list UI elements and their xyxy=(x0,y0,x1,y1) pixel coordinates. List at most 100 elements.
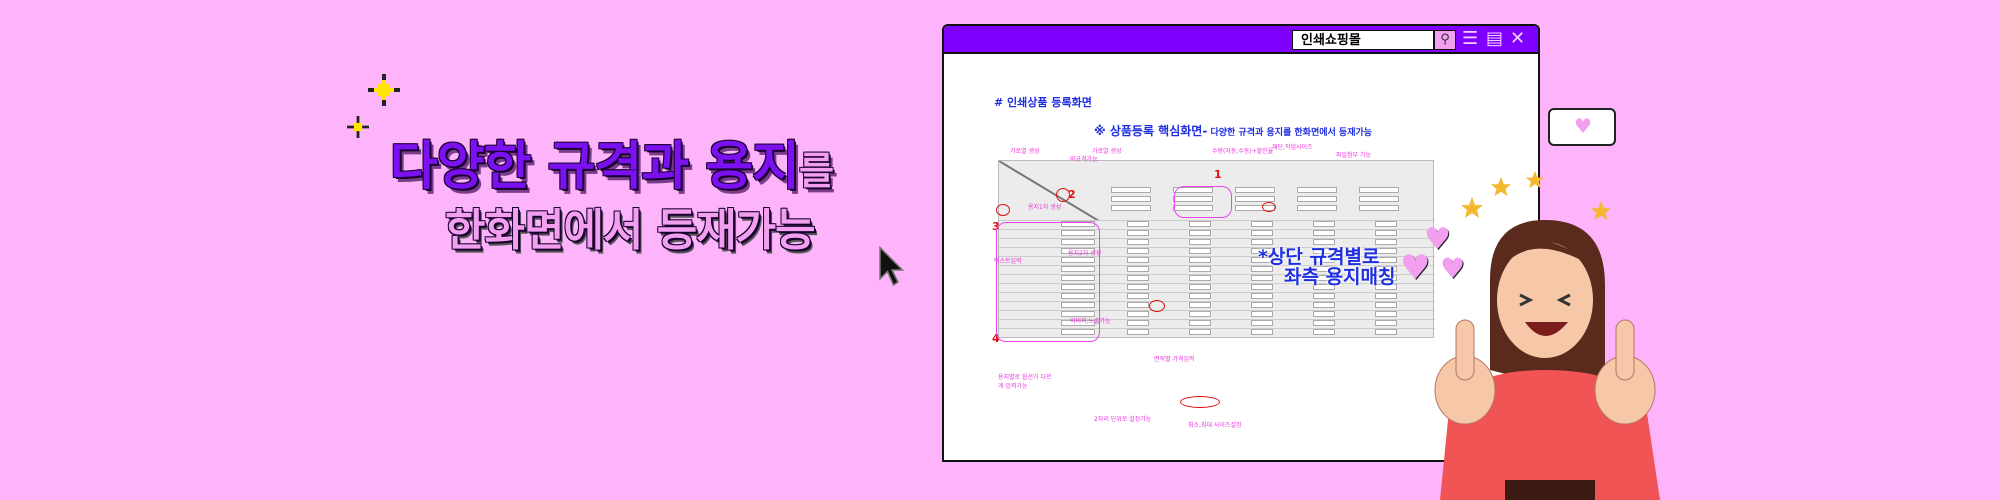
size-input[interactable] xyxy=(1173,196,1213,202)
price-input[interactable] xyxy=(1313,266,1335,272)
paper-name-field[interactable] xyxy=(1061,275,1095,281)
price-input[interactable] xyxy=(1189,221,1211,227)
price-input[interactable] xyxy=(1251,221,1273,227)
size-input[interactable] xyxy=(1297,187,1337,193)
paper-name-field[interactable] xyxy=(1061,239,1095,245)
annotation: 용지별로 옵션가 다르게 입력가능 xyxy=(998,374,1052,390)
price-input[interactable] xyxy=(1127,293,1149,299)
price-input[interactable] xyxy=(1313,311,1335,317)
price-input[interactable] xyxy=(1189,239,1211,245)
search-input[interactable]: 인쇄쇼핑몰 xyxy=(1292,30,1434,50)
price-input[interactable] xyxy=(1127,329,1149,335)
price-input[interactable] xyxy=(1375,266,1397,272)
price-input[interactable] xyxy=(1189,320,1211,326)
price-input[interactable] xyxy=(1375,284,1397,290)
price-input[interactable] xyxy=(1127,239,1149,245)
paper-name-field[interactable] xyxy=(1061,257,1095,263)
price-input[interactable] xyxy=(1251,302,1273,308)
sparkle-icon xyxy=(347,116,369,138)
price-input[interactable] xyxy=(1375,311,1397,317)
size-input[interactable] xyxy=(1359,196,1399,202)
price-input[interactable] xyxy=(1189,230,1211,236)
price-input[interactable] xyxy=(1189,284,1211,290)
price-input[interactable] xyxy=(1189,275,1211,281)
price-input[interactable] xyxy=(1375,248,1397,254)
highlight-circle xyxy=(1149,300,1165,312)
price-input[interactable] xyxy=(1251,293,1273,299)
size-input[interactable] xyxy=(1235,187,1275,193)
close-icon[interactable]: ✕ xyxy=(1510,28,1526,49)
maximize-icon[interactable]: ▤ xyxy=(1486,28,1504,49)
price-input[interactable] xyxy=(1313,239,1335,245)
price-input[interactable] xyxy=(1375,320,1397,326)
paper-name-field[interactable] xyxy=(1061,230,1095,236)
size-input[interactable] xyxy=(1297,205,1337,211)
price-input[interactable] xyxy=(1313,284,1335,290)
price-input[interactable] xyxy=(1251,311,1273,317)
price-input[interactable] xyxy=(1375,275,1397,281)
search-button[interactable]: ⚲ xyxy=(1434,30,1456,50)
price-input[interactable] xyxy=(1313,257,1335,263)
price-input[interactable] xyxy=(1127,311,1149,317)
price-input[interactable] xyxy=(1189,293,1211,299)
price-input[interactable] xyxy=(1251,275,1273,281)
size-input[interactable] xyxy=(1297,196,1337,202)
price-input[interactable] xyxy=(1313,248,1335,254)
size-input[interactable] xyxy=(1173,187,1213,193)
highlight-circle xyxy=(1180,396,1220,408)
size-input[interactable] xyxy=(1173,205,1213,211)
price-input[interactable] xyxy=(1313,230,1335,236)
paper-name-field[interactable] xyxy=(1061,266,1095,272)
price-input[interactable] xyxy=(1127,284,1149,290)
table-row-divider xyxy=(999,310,1435,311)
size-input[interactable] xyxy=(1111,187,1151,193)
price-input[interactable] xyxy=(1251,257,1273,263)
paper-name-field[interactable] xyxy=(1061,248,1095,254)
price-input[interactable] xyxy=(1127,275,1149,281)
price-input[interactable] xyxy=(1313,221,1335,227)
price-input[interactable] xyxy=(1313,293,1335,299)
price-input[interactable] xyxy=(1313,329,1335,335)
price-input[interactable] xyxy=(1251,230,1273,236)
price-input[interactable] xyxy=(1127,230,1149,236)
size-input[interactable] xyxy=(1359,187,1399,193)
price-input[interactable] xyxy=(1189,248,1211,254)
price-input[interactable] xyxy=(1375,293,1397,299)
paper-name-field[interactable] xyxy=(1061,284,1095,290)
price-input[interactable] xyxy=(1375,239,1397,245)
paper-name-field[interactable] xyxy=(1061,293,1095,299)
price-input[interactable] xyxy=(1313,302,1335,308)
price-input[interactable] xyxy=(1127,257,1149,263)
menu-icon[interactable]: ☰ xyxy=(1462,28,1479,49)
price-input[interactable] xyxy=(1189,302,1211,308)
price-input[interactable] xyxy=(1127,248,1149,254)
price-input[interactable] xyxy=(1251,239,1273,245)
price-input[interactable] xyxy=(1189,311,1211,317)
price-input[interactable] xyxy=(1127,320,1149,326)
paper-name-field[interactable] xyxy=(1061,302,1095,308)
size-input[interactable] xyxy=(1359,205,1399,211)
price-input[interactable] xyxy=(1313,275,1335,281)
price-input[interactable] xyxy=(1375,221,1397,227)
size-input[interactable] xyxy=(1111,205,1151,211)
price-input[interactable] xyxy=(1251,320,1273,326)
price-input[interactable] xyxy=(1251,248,1273,254)
price-input[interactable] xyxy=(1189,266,1211,272)
price-input[interactable] xyxy=(1375,329,1397,335)
price-input[interactable] xyxy=(1375,230,1397,236)
price-input[interactable] xyxy=(1127,266,1149,272)
size-input[interactable] xyxy=(1235,196,1275,202)
size-input[interactable] xyxy=(1111,196,1151,202)
price-input[interactable] xyxy=(1251,284,1273,290)
price-input[interactable] xyxy=(1189,257,1211,263)
price-input[interactable] xyxy=(1127,302,1149,308)
price-input[interactable] xyxy=(1251,329,1273,335)
paper-name-field[interactable] xyxy=(1061,311,1095,317)
price-input[interactable] xyxy=(1313,320,1335,326)
price-input[interactable] xyxy=(1375,257,1397,263)
price-input[interactable] xyxy=(1375,302,1397,308)
price-input[interactable] xyxy=(1251,266,1273,272)
paper-name-field[interactable] xyxy=(1061,320,1095,326)
price-input[interactable] xyxy=(1189,329,1211,335)
price-input[interactable] xyxy=(1127,221,1149,227)
